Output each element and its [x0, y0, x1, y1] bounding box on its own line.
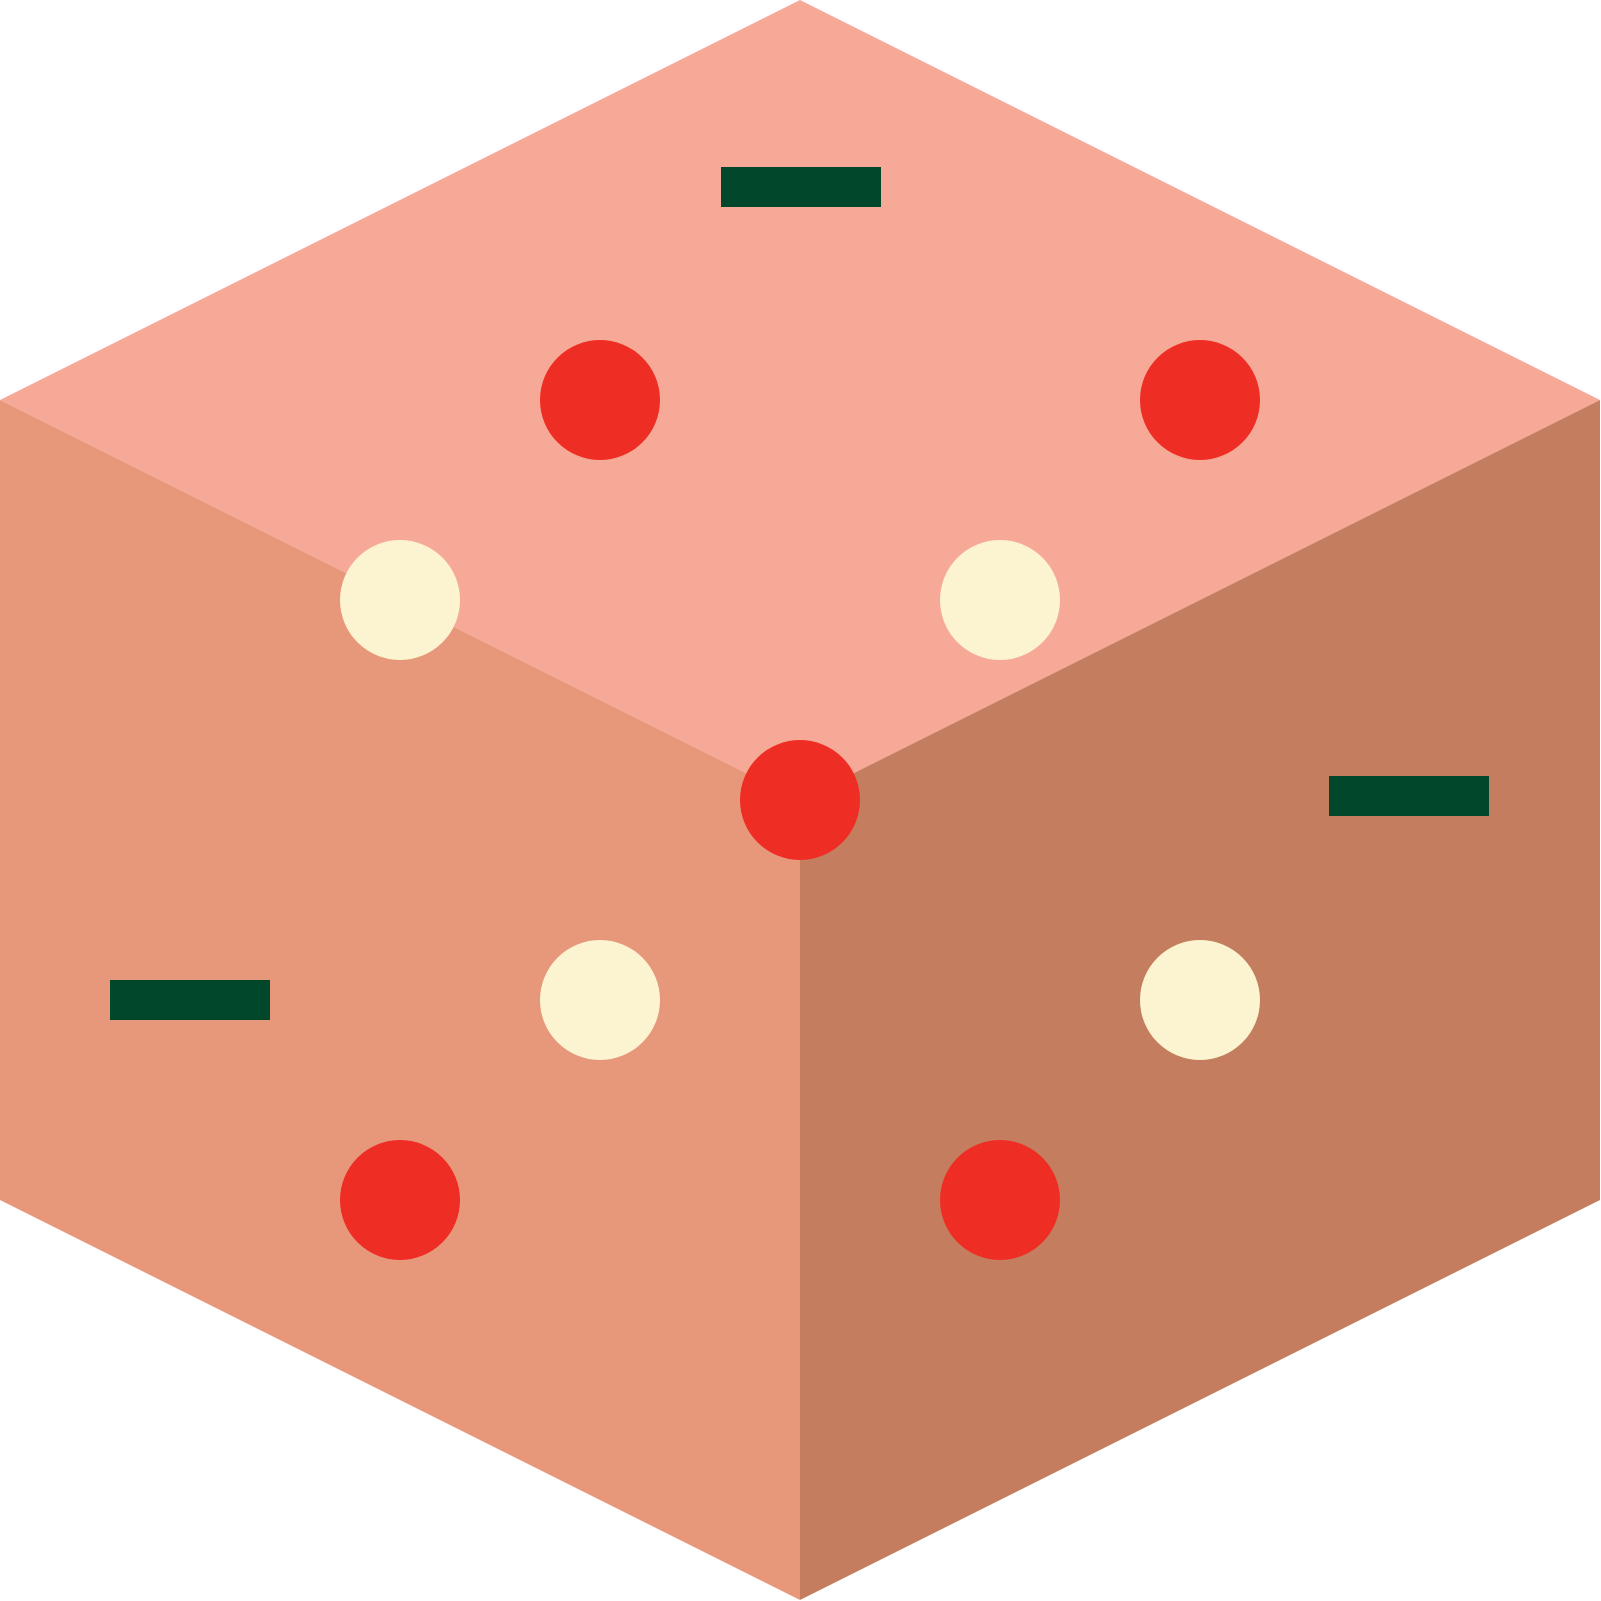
red-dot — [340, 1140, 460, 1260]
red-dot — [540, 340, 660, 460]
cream-dot — [340, 540, 460, 660]
cream-dot — [1140, 940, 1260, 1060]
red-dot — [940, 1140, 1060, 1260]
red-dot — [1140, 340, 1260, 460]
dash-left — [110, 980, 270, 1020]
cream-dot — [940, 540, 1060, 660]
left-face — [0, 400, 800, 1600]
cream-dot — [540, 940, 660, 1060]
red-dot — [740, 740, 860, 860]
dash-top — [721, 167, 881, 207]
dash-right — [1329, 776, 1489, 816]
